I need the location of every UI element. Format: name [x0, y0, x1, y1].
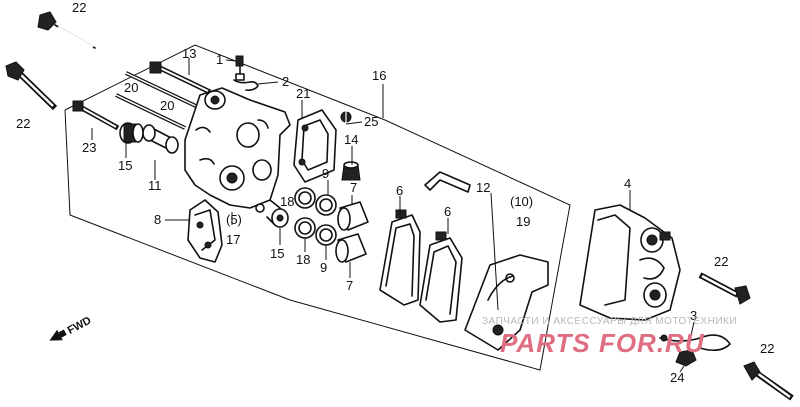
- label-7-upper: 7: [350, 180, 357, 195]
- label-14: 14: [344, 132, 358, 147]
- label-2: 2: [282, 74, 289, 89]
- collar-15-lower: [271, 208, 289, 228]
- label-18-upper: 18: [280, 194, 294, 209]
- label-23: 23: [82, 140, 96, 155]
- label-16: 16: [372, 68, 386, 83]
- label-21: 21: [296, 86, 310, 101]
- bleeder-1: [235, 55, 245, 81]
- screw-25: [340, 110, 352, 124]
- label-15-lower: 15: [270, 246, 284, 261]
- label-4: 4: [624, 176, 631, 191]
- boot-14: [341, 161, 361, 181]
- label-7-lower: 7: [346, 278, 353, 293]
- label-11: 11: [148, 178, 162, 193]
- leader-lines: [91, 58, 695, 373]
- label-3: 3: [690, 308, 697, 323]
- label-19: 19: [516, 214, 530, 229]
- label-13: 13: [182, 46, 196, 61]
- label-6-right: 6: [444, 204, 451, 219]
- pin-13: [149, 61, 212, 95]
- fwd-marker: FWD: [49, 315, 94, 341]
- seal-18-lower: [294, 217, 316, 239]
- watermark-logo: PARTS FOR.RU: [500, 328, 705, 358]
- label-17: 17: [226, 232, 240, 247]
- pad-spring-10: [424, 171, 471, 193]
- forward-arrow-icon: [49, 329, 67, 341]
- label-12: 12: [476, 180, 490, 195]
- seal-18-upper: [294, 187, 316, 209]
- label-22-left: 22: [16, 116, 30, 131]
- piston-7-lower: [335, 233, 367, 263]
- label-5: (5): [226, 212, 242, 227]
- seal-9-upper: [315, 194, 337, 216]
- label-8: 8: [154, 212, 161, 227]
- pins-20: [115, 71, 201, 130]
- watermark-caption: ЗАПЧАСТИ И АКСЕССУАРЫ ДЛЯ МОТОТЕХНИКИ: [482, 316, 737, 327]
- clip-3: [659, 334, 731, 352]
- bolt-22-right: [698, 272, 751, 305]
- label-9-upper: 9: [322, 166, 329, 181]
- bracket-12: [464, 254, 549, 351]
- label-22-upper: 22: [72, 0, 86, 15]
- label-10: (10): [510, 194, 533, 209]
- pad-6-left: [379, 209, 421, 306]
- retainer-8: [187, 199, 223, 263]
- label-22-right: 22: [714, 254, 728, 269]
- label-15-upper: 15: [118, 158, 132, 173]
- bolt-22-bottom: [743, 361, 794, 401]
- label-24: 24: [670, 370, 684, 385]
- sleeve-11: [142, 124, 179, 154]
- cap-2: [233, 79, 259, 91]
- assembly-16-outline: [64, 44, 571, 371]
- label-1: 1: [216, 52, 223, 67]
- label-20-upper: 20: [124, 80, 138, 95]
- collar-15-upper: [119, 122, 144, 144]
- label-22-bottom: 22: [760, 341, 774, 356]
- bolt-22-upper: [37, 11, 96, 49]
- label-18-lower: 18: [296, 252, 310, 267]
- fwd-text: FWD: [66, 315, 94, 337]
- caliper-assembly-4: [579, 204, 681, 321]
- label-6-left: 6: [396, 183, 403, 198]
- shim-21: [293, 109, 337, 183]
- bolt-23: [72, 100, 120, 131]
- nut-24: [675, 349, 697, 367]
- seal-9-lower: [315, 224, 337, 246]
- label-20-lower: 20: [160, 98, 174, 113]
- label-25: 25: [364, 114, 378, 129]
- label-9-lower: 9: [320, 260, 327, 275]
- piston-7-upper: [337, 201, 369, 231]
- bolt-22-left: [5, 61, 58, 111]
- pad-6-right: [419, 231, 463, 323]
